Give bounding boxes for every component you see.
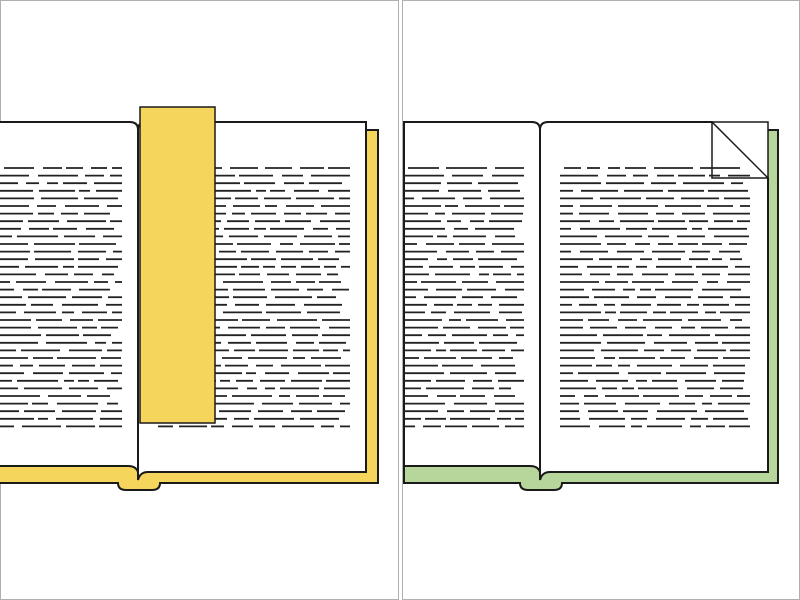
right-page <box>539 121 769 481</box>
bookmark-ribbon <box>139 106 216 424</box>
book-with-bookmark <box>0 106 379 491</box>
left-page-text <box>404 167 524 428</box>
folded-page-crease <box>711 121 769 179</box>
left-page-text <box>0 167 122 428</box>
book-with-dog-ear <box>403 121 779 491</box>
right-page-text <box>560 167 750 428</box>
